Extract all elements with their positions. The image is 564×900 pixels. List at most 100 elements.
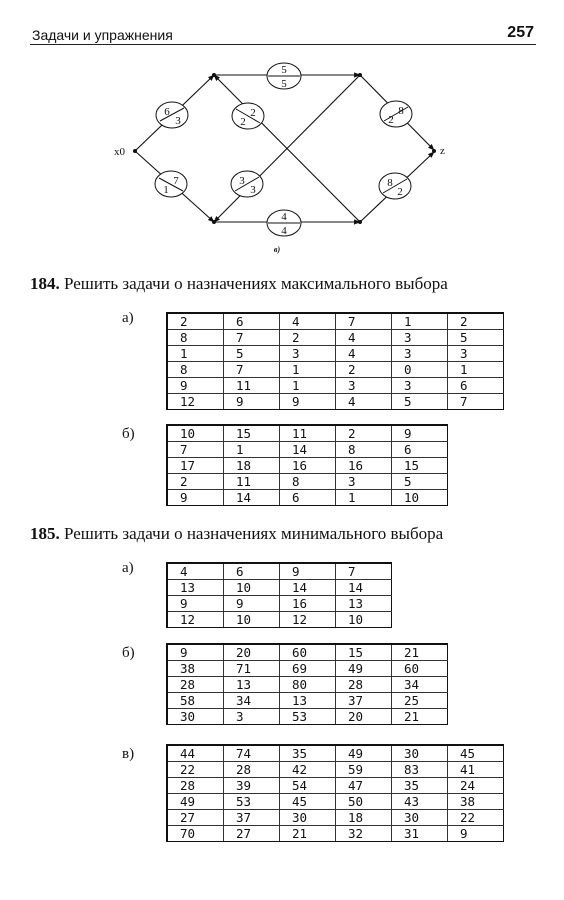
table-cell: 45 — [447, 745, 504, 762]
table-cell: 32 — [335, 825, 392, 842]
table-cell: 6 — [391, 441, 448, 458]
table-cell: 9 — [167, 644, 224, 661]
table-cell: 49 — [335, 745, 392, 762]
table-cell: 58 — [167, 692, 224, 709]
table-cell: 7 — [223, 361, 280, 378]
running-header-title: Задачи и упражнения — [32, 27, 173, 43]
problem-text: Решить задачи о назначениях максимальног… — [64, 274, 448, 293]
table-cell: 8 — [279, 473, 336, 490]
table-cell: 1 — [279, 377, 336, 394]
table-cell: 9 — [279, 393, 336, 410]
table-cell: 37 — [335, 692, 392, 709]
running-header: Задачи и упражнения 257 — [30, 24, 536, 45]
table-cell: 18 — [335, 809, 392, 826]
table-cell: 49 — [167, 793, 224, 810]
table-cell: 14 — [223, 489, 280, 506]
node-a — [212, 73, 216, 77]
problem-185-heading: 185. Решить задачи о назначениях минимал… — [30, 524, 443, 544]
node-x0 — [133, 149, 137, 153]
table-cell: 7 — [223, 329, 280, 346]
table-cell: 4 — [167, 563, 224, 580]
table-cell: 16 — [279, 595, 336, 612]
table-cell: 42 — [279, 761, 336, 778]
edge-label-bottom: 2 — [388, 114, 394, 126]
table-cell: 12 — [167, 393, 224, 410]
table-cell: 50 — [335, 793, 392, 810]
table-cell: 22 — [447, 809, 504, 826]
table-cell: 69 — [279, 660, 336, 677]
table-cell: 13 — [335, 595, 392, 612]
table-cell: 28 — [335, 676, 392, 693]
table-cell: 7 — [335, 563, 392, 580]
table-cell: 1 — [279, 361, 336, 378]
table-cell: 7 — [167, 441, 224, 458]
table-cell: 45 — [279, 793, 336, 810]
table-cell: 59 — [335, 761, 392, 778]
table-cell: 3 — [335, 473, 392, 490]
problem-number: 185. — [30, 524, 60, 543]
table-cell: 60 — [391, 660, 448, 677]
table-cell: 21 — [279, 825, 336, 842]
node-d — [358, 220, 362, 224]
node-b — [358, 73, 362, 77]
table-cell: 20 — [335, 708, 392, 725]
table-cell: 28 — [167, 676, 224, 693]
table-cell: 4 — [335, 345, 392, 362]
problem-text: Решить задачи о назначениях минимального… — [64, 524, 444, 543]
table-cell: 5 — [447, 329, 504, 346]
table-cell: 43 — [391, 793, 448, 810]
table-cell: 11 — [223, 473, 280, 490]
table-cell: 2 — [279, 329, 336, 346]
part-label: а) — [122, 560, 134, 576]
table-cell: 53 — [223, 793, 280, 810]
table-cell: 30 — [391, 809, 448, 826]
figure-caption: в) — [274, 245, 281, 254]
table-cell: 15 — [335, 644, 392, 661]
edge-label-bottom: 3 — [250, 184, 256, 196]
table-cell: 2 — [167, 313, 224, 330]
table-cell: 71 — [223, 660, 280, 677]
table-cell: 9 — [167, 595, 224, 612]
table-cell: 4 — [335, 393, 392, 410]
table-cell: 1 — [167, 345, 224, 362]
table-cell: 27 — [223, 825, 280, 842]
table-cell: 9 — [223, 393, 280, 410]
table-cell: 6 — [447, 377, 504, 394]
edge-label-top: 4 — [281, 211, 287, 223]
edge-label-top: 7 — [173, 175, 179, 187]
table-cell: 31 — [391, 825, 448, 842]
table-cell: 2 — [167, 473, 224, 490]
table-cell: 0 — [391, 361, 448, 378]
edge-label-top: 8 — [398, 105, 404, 117]
table-cell: 14 — [279, 579, 336, 596]
table-cell: 21 — [391, 708, 448, 725]
table-cell: 1 — [447, 361, 504, 378]
table-cell: 3 — [391, 345, 448, 362]
node-c — [212, 220, 216, 224]
table-cell: 5 — [391, 393, 448, 410]
table-cell: 9 — [167, 489, 224, 506]
table-cell: 49 — [335, 660, 392, 677]
edge-label-bottom: 4 — [281, 225, 287, 237]
table-cell: 3 — [447, 345, 504, 362]
table-cell: 38 — [167, 660, 224, 677]
part-label: в) — [122, 746, 135, 762]
table-cell: 16 — [279, 457, 336, 474]
table-cell: 12 — [279, 611, 336, 628]
table-cell: 20 — [223, 644, 280, 661]
table-cell: 37 — [223, 809, 280, 826]
table-cell: 27 — [167, 809, 224, 826]
table-cell: 30 — [279, 809, 336, 826]
